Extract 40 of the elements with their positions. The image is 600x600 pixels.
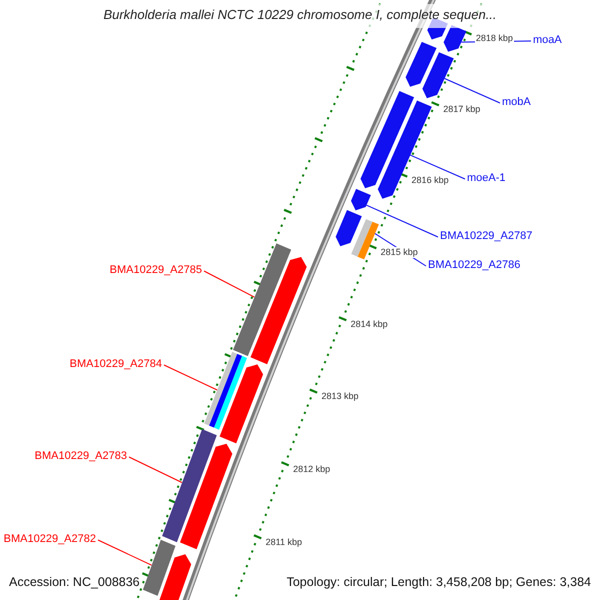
gene-feature (444, 25, 466, 52)
gene-feature (406, 42, 437, 87)
tick-label: 2811 kbp (264, 536, 303, 548)
footer-text: Accession: NC_008836 (9, 574, 140, 590)
gene-bar (204, 352, 247, 430)
gene-label: mobA (502, 96, 531, 109)
leader-line (366, 204, 438, 238)
tick-label: 2813 kbp (320, 391, 360, 402)
tick-label: 2815 kbp (380, 246, 419, 258)
gene-label: moeA-1 (467, 172, 506, 185)
footer-text: Topology: circular; Length: 3,458,208 bp; Genes: 3,384 (286, 574, 591, 590)
leader-line (410, 154, 466, 180)
tick-label: 2812 kbp (292, 464, 332, 475)
leader-line (98, 540, 152, 566)
leader-line (128, 456, 182, 483)
leader-line (204, 270, 255, 298)
gene-label: BMA10229_A2782 (4, 533, 96, 546)
leader-line (444, 78, 500, 104)
gene-feature (378, 100, 432, 199)
gene-feature (336, 210, 362, 246)
gene-bar (162, 429, 217, 542)
tick-label: 2818 kbp (474, 32, 514, 44)
gene-bar (142, 540, 176, 596)
gene-label: BMA10229_A2783 (34, 450, 127, 463)
gene-label: moaA (533, 34, 562, 47)
gene-feature (250, 257, 307, 364)
leader-line (164, 364, 218, 390)
gene-label: BMA10229_A2785 (110, 264, 202, 277)
gene-feature (422, 52, 454, 98)
tick-label: 2817 kbp (442, 104, 482, 115)
tick-label: 2814 kbp (350, 318, 389, 330)
gene-feature (180, 444, 232, 550)
gene-bar (351, 219, 379, 260)
gene-label: BMA10229_A2786 (428, 259, 520, 272)
gene-label: BMA10229_A2787 (440, 230, 532, 243)
gene-label: BMA10229_A2784 (70, 358, 162, 371)
gene-feature (351, 188, 371, 210)
gene-bar (233, 243, 292, 356)
tick-label: 2816 kbp (410, 175, 450, 186)
gene-feature (220, 364, 264, 444)
